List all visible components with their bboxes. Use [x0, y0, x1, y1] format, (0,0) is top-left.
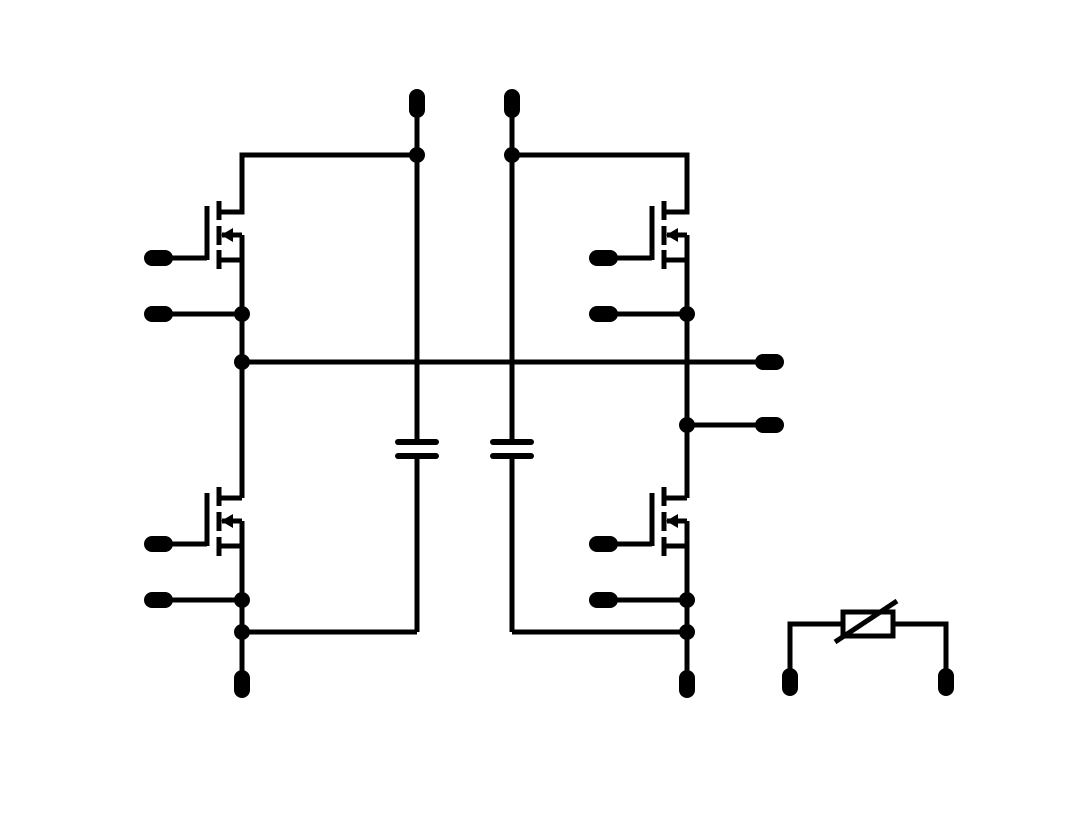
junction-dot-icon — [234, 354, 250, 370]
junction-dot-icon — [679, 306, 695, 322]
capacitor-icon — [395, 439, 439, 459]
resistor-variable-slash — [833, 598, 899, 645]
variable-resistor-icon — [787, 598, 949, 680]
terminal-pins — [144, 89, 954, 698]
left-top-rail — [222, 110, 420, 215]
left-half-bridge — [158, 110, 420, 684]
junction-dot-icon — [409, 147, 425, 163]
mosfet-bottom-left — [158, 487, 245, 556]
body-arrow — [221, 514, 233, 528]
resistor-lead-right — [893, 621, 949, 680]
junction-dots — [234, 147, 695, 640]
junction-dot-icon — [234, 592, 250, 608]
capacitor-icon — [490, 439, 534, 459]
body-arrow — [221, 228, 233, 242]
junction-dot-icon — [504, 147, 520, 163]
body-arrow — [666, 228, 678, 242]
junction-dot-icon — [679, 417, 695, 433]
body-arrow — [666, 514, 678, 528]
resistor-body — [840, 609, 896, 639]
junction-dot-icon — [679, 592, 695, 608]
junction-dot-icon — [234, 306, 250, 322]
right-half-bridge — [509, 110, 770, 684]
junction-dot-icon — [679, 624, 695, 640]
mosfet-bottom-right — [603, 487, 690, 556]
junction-dot-icon — [234, 624, 250, 640]
right-top-rail — [509, 110, 690, 215]
resistor-lead-left — [787, 621, 843, 680]
